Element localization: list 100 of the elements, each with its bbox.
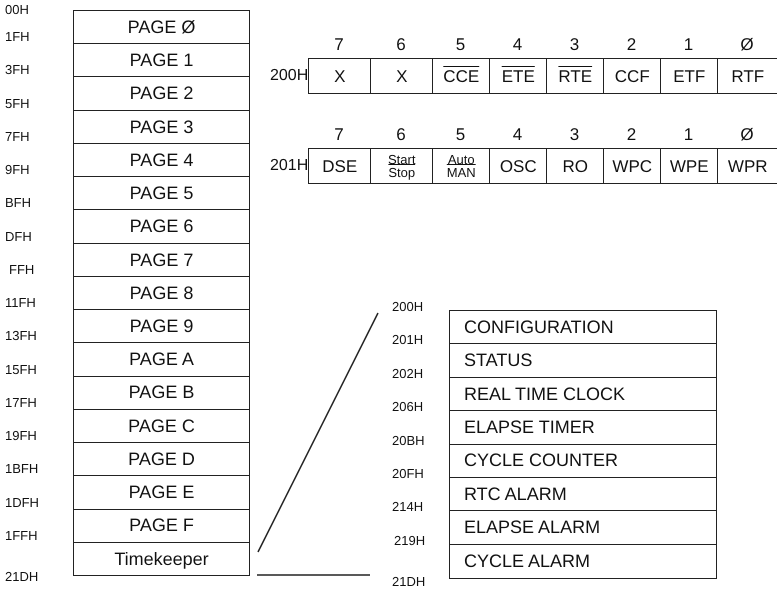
row-label: PAGE F [129, 515, 194, 536]
bit-name: DSE [322, 158, 358, 174]
address-label: 219H [394, 534, 426, 547]
row-label: PAGE 6 [130, 216, 194, 238]
row-label: PAGE 1 [130, 50, 194, 72]
bit-name: RTF [731, 68, 764, 84]
address-label: 1BFH [5, 462, 38, 476]
bit-name: X [334, 68, 346, 84]
row-label: PAGE D [128, 448, 195, 470]
row-label: PAGE 5 [130, 183, 194, 204]
bit-name: RO [562, 158, 588, 174]
row-label: PAGE 3 [130, 116, 194, 138]
row-label: PAGE 9 [130, 316, 194, 337]
address-label: 17FH [5, 396, 37, 409]
bit-name: OSC [500, 158, 537, 174]
address-label: 15FH [5, 362, 37, 376]
bit-number: 5 [454, 36, 466, 53]
bit-name: ETF [673, 68, 706, 84]
register-map-row [449, 544, 717, 578]
memory-page-row [73, 475, 250, 510]
address-label: 13FH [5, 329, 37, 342]
row-label: ELAPSE ALARM [464, 517, 600, 538]
address-label: 5FH [5, 96, 30, 110]
address-label: 214H [392, 500, 424, 514]
memory-page-row [73, 442, 250, 477]
row-label: PAGE B [128, 382, 194, 404]
bit-number: Ø [739, 126, 755, 143]
row-label: CYCLE COUNTER [464, 450, 618, 472]
address-label: 1FH [5, 30, 30, 44]
bit-number: 6 [395, 36, 407, 53]
bit-number: 3 [568, 126, 580, 143]
memory-page-row [73, 408, 250, 444]
address-label: 21DH [392, 575, 426, 588]
bit-number: 1 [682, 36, 694, 53]
address-label: 202H [392, 366, 424, 380]
bit-name: Start [388, 153, 416, 166]
row-label: STATUS [464, 350, 532, 372]
memory-page-row [73, 176, 250, 211]
address-label: 00H [5, 3, 29, 16]
bit-name: ETE [502, 68, 535, 84]
row-label: CONFIGURATION [464, 316, 614, 338]
bit-name: Stop [388, 166, 416, 179]
memory-page-row [73, 276, 250, 311]
bit-name: Auto [448, 153, 475, 166]
bit-number: 4 [512, 126, 524, 143]
register-map-row [449, 476, 717, 512]
memory-page-row [73, 508, 250, 544]
row-label: PAGE E [128, 482, 194, 504]
address-label: 21DH [5, 570, 38, 583]
register-map-row [449, 444, 717, 478]
bit-number: 7 [333, 36, 345, 53]
memory-page-row [73, 110, 250, 144]
address-label: 206H [392, 400, 424, 414]
register-address: 200H [270, 68, 308, 84]
memory-page-row [73, 142, 250, 178]
memory-page-row [73, 76, 250, 112]
row-label: Timekeeper [114, 548, 209, 570]
memory-page-row [73, 43, 250, 78]
row-label: RTC ALARM [464, 484, 567, 505]
bit-number: 1 [682, 126, 694, 143]
address-label: 20BH [392, 434, 425, 446]
register-map-row [449, 510, 717, 546]
bit-name: WPR [728, 158, 768, 174]
bit-number: 5 [454, 126, 466, 143]
register-map-row [449, 310, 717, 345]
address-label: 1DFH [5, 496, 39, 509]
row-label: PAGE 2 [130, 83, 194, 104]
address-label: FFH [9, 262, 34, 276]
memory-page-row [73, 242, 250, 278]
row-label: PAGE A [129, 349, 194, 370]
row-label: PAGE 7 [130, 250, 194, 270]
address-label: 7FH [5, 130, 30, 143]
address-label: 9FH [5, 163, 30, 176]
row-label: PAGE 4 [130, 150, 194, 171]
register-map-row [449, 343, 717, 378]
memory-page-row [73, 209, 250, 244]
row-label: PAGE C [128, 416, 195, 437]
register-map-row [449, 376, 717, 412]
bit-name: CCE [443, 68, 480, 84]
bit-name: WPC [612, 158, 652, 174]
bit-number: 6 [395, 126, 407, 143]
register-map-row [449, 410, 717, 445]
address-label: 3FH [5, 63, 30, 76]
bit-name: RTE [558, 68, 592, 84]
register-address: 201H [270, 158, 308, 174]
bit-name: X [396, 68, 408, 84]
bit-name: WPE [670, 158, 709, 174]
memory-page-row [73, 342, 250, 378]
bit-number: 7 [333, 126, 345, 143]
bit-number: 2 [626, 126, 638, 143]
memory-page-row [73, 10, 250, 45]
address-label: 19FH [5, 429, 37, 442]
memory-page-row [73, 542, 250, 576]
row-label: CYCLE ALARM [464, 550, 590, 572]
address-label: DFH [5, 230, 32, 243]
bit-name: CCF [614, 68, 650, 84]
row-label: PAGE Ø [128, 16, 196, 38]
memory-page-row [73, 309, 250, 344]
bit-number: 3 [568, 36, 580, 53]
bit-name: MAN [446, 166, 476, 179]
